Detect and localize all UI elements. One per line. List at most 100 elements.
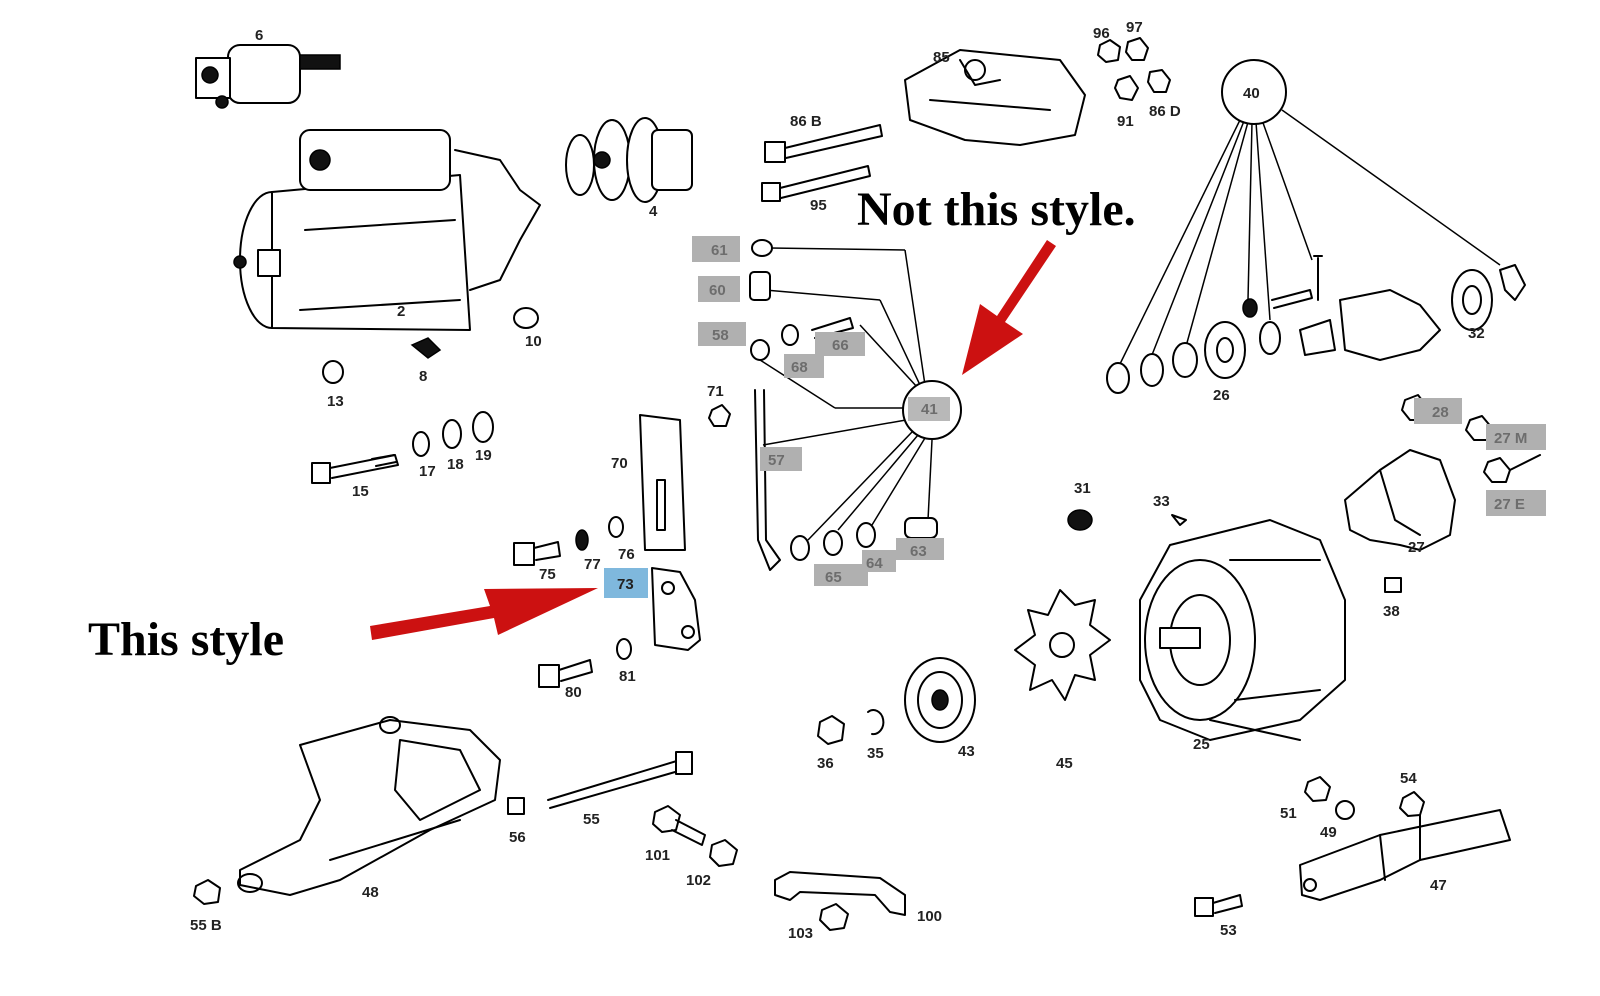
label-55: 55: [583, 811, 600, 828]
part-number-labels: 6 2 4 10 8 13 15 17 18 19 85 96 97 91 86…: [190, 19, 1485, 942]
label-91: 91: [1117, 113, 1134, 130]
gray-label-bg-58: [698, 322, 746, 346]
label-10: 10: [525, 333, 542, 350]
label-86d: 86 D: [1149, 103, 1181, 120]
label-26: 26: [1213, 387, 1230, 404]
gray-label-27e: 27 E: [1494, 496, 1525, 513]
label-96: 96: [1093, 25, 1110, 42]
label-47: 47: [1430, 877, 1447, 894]
label-19: 19: [475, 447, 492, 464]
label-56: 56: [509, 829, 526, 846]
label-18: 18: [447, 456, 464, 473]
label-77: 77: [584, 556, 601, 573]
label-31: 31: [1074, 480, 1091, 497]
label-49: 49: [1320, 824, 1337, 841]
small-parts-31-33: [1067, 509, 1187, 531]
drive-pinion-part: [565, 117, 693, 203]
red-arrow-this-style: [370, 588, 598, 640]
gray-label-bg-64: [862, 550, 896, 572]
annotation-not-this-style: Not this style.: [857, 183, 1136, 236]
bolt-and-washers-15-19: [311, 411, 494, 484]
gray-label-60: 60: [709, 282, 726, 299]
housing-85-part: [904, 49, 1086, 146]
label-53: 53: [1220, 922, 1237, 939]
label-101: 101: [645, 847, 670, 864]
gray-label-bg-60: [698, 276, 740, 302]
starter-motor-part: [233, 129, 541, 331]
bracket-70-73-group: [513, 404, 731, 688]
gray-label-bg-27m: [1486, 424, 1546, 450]
label-73: 73: [617, 576, 634, 593]
label-27: 27: [1408, 539, 1425, 556]
gray-label-58: 58: [712, 327, 729, 344]
label-4: 4: [649, 203, 658, 220]
label-76: 76: [618, 546, 635, 563]
small-bushing-parts: [322, 307, 539, 384]
gray-label-61: 61: [711, 242, 728, 259]
gray-label-bg-28: [1414, 398, 1462, 424]
label-32: 32: [1468, 325, 1485, 342]
callout-40: [1117, 59, 1501, 369]
label-95: 95: [810, 197, 827, 214]
label-25: 25: [1193, 736, 1210, 753]
solenoid-part: [195, 44, 341, 109]
callout-41: [759, 247, 962, 541]
label-54: 54: [1400, 770, 1417, 787]
gray-label-57: 57: [768, 452, 785, 469]
label-103: 103: [788, 925, 813, 942]
label-2: 2: [397, 303, 405, 320]
gray-label-68: 68: [791, 359, 808, 376]
label-13: 13: [327, 393, 344, 410]
label-15: 15: [352, 483, 369, 500]
pulley-43-part: [817, 657, 976, 745]
label-40: 40: [1243, 85, 1260, 102]
gray-label-bg-68: [784, 354, 824, 378]
gray-label-bg-65: [814, 564, 868, 586]
label-100: 100: [917, 908, 942, 925]
gray-label-bg-57: [760, 447, 802, 471]
gray-label-64: 64: [866, 555, 883, 572]
bolt-101-nut-102: [652, 805, 738, 867]
label-35: 35: [867, 745, 884, 762]
label-36: 36: [817, 755, 834, 772]
label-70: 70: [611, 455, 628, 472]
label-8: 8: [419, 368, 427, 385]
label-81: 81: [619, 668, 636, 685]
gray-label-27m: 27 M: [1494, 430, 1527, 447]
label-17: 17: [419, 463, 436, 480]
label-75: 75: [539, 566, 556, 583]
label-55b: 55 B: [190, 917, 222, 934]
label-48: 48: [362, 884, 379, 901]
fan-45-part: [1014, 589, 1111, 701]
rod-55-bolt-56: [507, 751, 693, 815]
gray-label-63: 63: [910, 543, 927, 560]
label-6: 6: [255, 27, 263, 44]
nuts-96-97-91-86d: [1097, 37, 1171, 101]
blue-highlight-label: 73: [604, 568, 648, 598]
gray-label-bg-61: [692, 236, 740, 262]
nuts-and-bearing-26: [1106, 255, 1526, 394]
bolts-86b-95: [761, 124, 883, 202]
label-51: 51: [1280, 805, 1297, 822]
label-85: 85: [933, 49, 950, 66]
regulator-27-part: [1344, 394, 1541, 593]
label-45: 45: [1056, 755, 1073, 772]
gray-label-66: 66: [832, 337, 849, 354]
bracket-48-part: [193, 716, 501, 905]
blue-label-bg-73: [604, 568, 648, 598]
gray-label-65: 65: [825, 569, 842, 586]
label-102: 102: [686, 872, 711, 889]
label-86b: 86 B: [790, 113, 822, 130]
label-80: 80: [565, 684, 582, 701]
label-97: 97: [1126, 19, 1143, 36]
label-33: 33: [1153, 493, 1170, 510]
lever-47-part: [1194, 776, 1511, 917]
gray-label-28: 28: [1432, 404, 1449, 421]
link-100-103: [774, 871, 906, 931]
label-71: 71: [707, 383, 724, 400]
label-38: 38: [1383, 603, 1400, 620]
annotation-this-style: This style: [88, 613, 285, 666]
gray-label-bg-63: [896, 538, 944, 560]
